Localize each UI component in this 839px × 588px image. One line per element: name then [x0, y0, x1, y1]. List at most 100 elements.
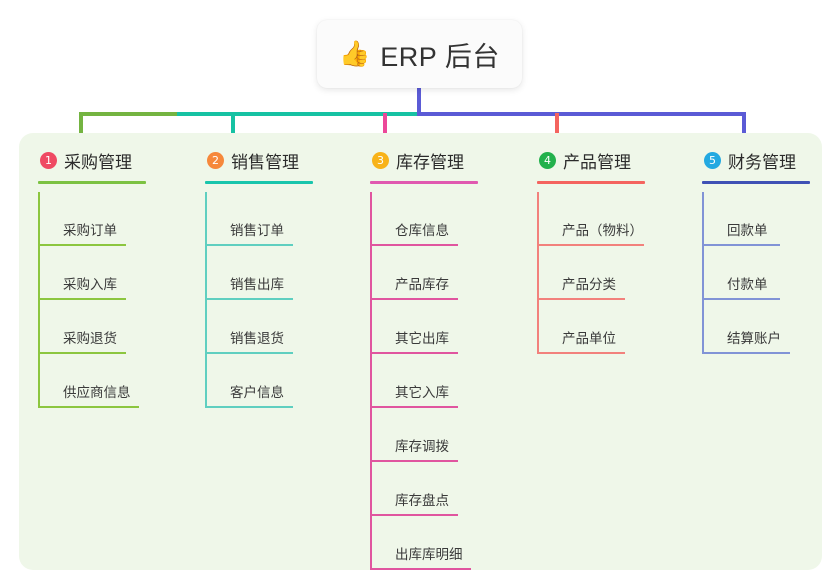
column-spine-2 [205, 192, 207, 408]
list-item-label: 销售订单 [230, 223, 284, 238]
list-item-rule [702, 298, 780, 300]
column-title-1: 采购管理 [64, 152, 132, 172]
root-node[interactable]: 👍 ERP 后台 [317, 20, 522, 88]
list-item-label: 其它出库 [395, 331, 449, 346]
root-title: ERP 后台 [380, 41, 500, 72]
column-2: 2 销售管理销售订单销售出库销售退货客户信息 [205, 145, 313, 408]
list-item-rule [38, 406, 139, 408]
drop-connector-5 [742, 113, 746, 141]
list-item[interactable]: 其它出库 [370, 300, 478, 354]
list-item[interactable]: 采购入库 [38, 246, 146, 300]
column-5: 5 财务管理回款单付款单结算账户 [702, 145, 810, 354]
list-item[interactable]: 销售出库 [205, 246, 313, 300]
list-item-rule [205, 352, 293, 354]
column-title-5: 财务管理 [728, 152, 796, 172]
list-item-label: 产品单位 [562, 331, 616, 346]
list-item-rule [537, 244, 644, 246]
list-item-rule [537, 352, 625, 354]
list-item-rule [205, 244, 293, 246]
list-item-label: 产品分类 [562, 277, 616, 292]
list-item[interactable]: 产品分类 [537, 246, 645, 300]
list-item-rule [370, 352, 458, 354]
list-item[interactable]: 客户信息 [205, 354, 313, 408]
list-item-label: 采购退货 [63, 331, 117, 346]
column-items-4: 产品（物料） 产品分类产品单位 [537, 192, 645, 354]
column-rule-2 [205, 181, 313, 184]
list-item-rule [38, 298, 126, 300]
diagram-panel: 1 采购管理采购订单采购入库采购退货供应商信息 2 销售管理销售订单销售出库销售退货客… [19, 133, 822, 570]
drop-connector-4 [555, 113, 559, 141]
list-item-label: 供应商信息 [63, 385, 131, 400]
bus-segment-green [79, 112, 177, 116]
list-item-rule [370, 244, 458, 246]
column-header-1[interactable]: 1 采购管理 [38, 145, 146, 175]
list-item-label: 仓库信息 [395, 223, 449, 238]
column-title-3: 库存管理 [396, 152, 464, 172]
column-rule-4 [537, 181, 645, 184]
list-item-rule [38, 352, 126, 354]
list-item[interactable]: 产品（物料） [537, 192, 645, 246]
column-badge-4: 4 [539, 151, 556, 169]
list-item[interactable]: 产品单位 [537, 300, 645, 354]
bus-segment-blue [417, 112, 746, 116]
list-item[interactable]: 采购订单 [38, 192, 146, 246]
list-item-rule [537, 298, 625, 300]
list-item-rule [702, 352, 790, 354]
list-item-rule [370, 514, 458, 516]
list-item-label: 产品（物料） [562, 223, 643, 238]
column-header-4[interactable]: 4 产品管理 [537, 145, 645, 175]
list-item[interactable]: 产品库存 [370, 246, 478, 300]
list-item[interactable]: 销售退货 [205, 300, 313, 354]
list-item-label: 库存盘点 [395, 493, 449, 508]
column-rule-3 [370, 181, 478, 184]
list-item[interactable]: 销售订单 [205, 192, 313, 246]
list-item-rule [38, 244, 126, 246]
list-item[interactable]: 供应商信息 [38, 354, 146, 408]
list-item-label: 采购订单 [63, 223, 117, 238]
list-item-rule [370, 298, 458, 300]
thumbs-up-icon: 👍 [339, 39, 371, 68]
list-item[interactable]: 付款单 [702, 246, 810, 300]
column-header-2[interactable]: 2 销售管理 [205, 145, 313, 175]
list-item-label: 销售退货 [230, 331, 284, 346]
list-item-label: 出库库明细 [395, 547, 463, 562]
bus-segment-teal [177, 112, 417, 116]
list-item-rule [370, 568, 471, 570]
column-rule-1 [38, 181, 146, 184]
list-item[interactable]: 出库库明细 [370, 516, 478, 570]
list-item-label: 付款单 [727, 277, 768, 292]
list-item-rule [205, 298, 293, 300]
list-item-label: 客户信息 [230, 385, 284, 400]
list-item-rule [205, 406, 293, 408]
list-item[interactable]: 库存盘点 [370, 462, 478, 516]
list-item-rule [370, 406, 458, 408]
column-4: 4 产品管理产品（物料） 产品分类产品单位 [537, 145, 645, 354]
column-rule-5 [702, 181, 810, 184]
column-badge-1: 1 [40, 151, 57, 169]
column-items-1: 采购订单采购入库采购退货供应商信息 [38, 192, 146, 408]
list-item-rule [370, 460, 458, 462]
list-item[interactable]: 仓库信息 [370, 192, 478, 246]
list-item-label: 库存调拨 [395, 439, 449, 454]
root-trunk-connector [417, 88, 421, 114]
list-item[interactable]: 库存调拨 [370, 408, 478, 462]
list-item-label: 采购入库 [63, 277, 117, 292]
list-item[interactable]: 回款单 [702, 192, 810, 246]
column-title-4: 产品管理 [563, 152, 631, 172]
column-header-5[interactable]: 5 财务管理 [702, 145, 810, 175]
column-badge-2: 2 [207, 151, 224, 169]
list-item[interactable]: 其它入库 [370, 354, 478, 408]
list-item[interactable]: 结算账户 [702, 300, 810, 354]
column-items-2: 销售订单销售出库销售退货客户信息 [205, 192, 313, 408]
column-title-2: 销售管理 [231, 152, 299, 172]
list-item[interactable]: 采购退货 [38, 300, 146, 354]
list-item-rule [702, 244, 780, 246]
column-items-3: 仓库信息产品库存其它出库其它入库库存调拨库存盘点出库库明细 [370, 192, 478, 570]
drop-connector-3 [383, 113, 387, 141]
column-spine-4 [537, 192, 539, 354]
column-badge-5: 5 [704, 151, 721, 169]
list-item-label: 回款单 [727, 223, 768, 238]
drop-connector-2 [231, 113, 235, 141]
